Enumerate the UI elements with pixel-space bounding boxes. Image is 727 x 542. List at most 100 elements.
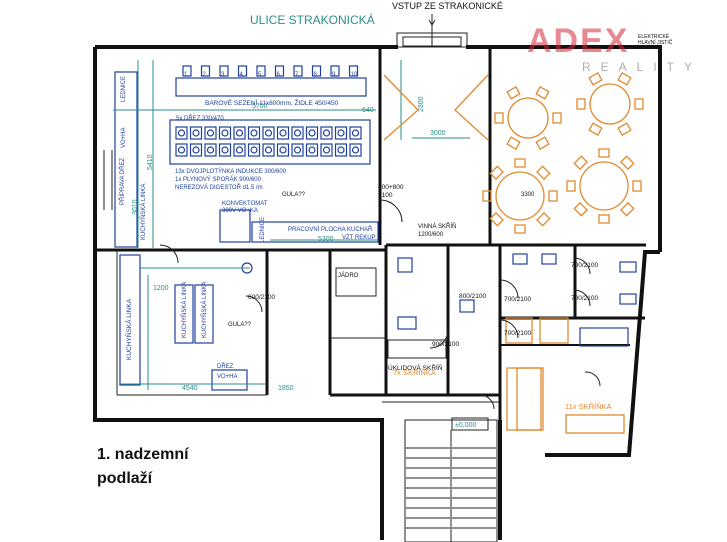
chair xyxy=(514,158,526,168)
hob xyxy=(175,143,188,157)
street-name: ULICE STRAKONICKÁ xyxy=(250,12,375,27)
chair xyxy=(598,214,610,224)
hob xyxy=(334,126,348,140)
hob xyxy=(204,143,217,157)
dim-1850: 1850 xyxy=(278,385,294,392)
door-700-a: 700/2100 xyxy=(504,296,531,303)
lounge-seating xyxy=(383,74,419,141)
brand-logo: ADEX REALITY xyxy=(527,22,707,78)
power-note-1: ELEKTRICKÉ xyxy=(638,33,670,40)
chair xyxy=(617,72,632,86)
chair xyxy=(535,136,550,150)
hob xyxy=(349,143,362,157)
door-900-wc: 900/2100 xyxy=(432,341,459,348)
seat-number: 7 xyxy=(295,72,299,78)
hob xyxy=(276,126,290,140)
sink-block-vo: VO+HA xyxy=(217,374,238,380)
hob-ring xyxy=(351,129,360,137)
kitchen-line-label-3: KUCHYŇSKÁ LINKA xyxy=(181,282,188,338)
lounge-seating xyxy=(454,74,489,141)
seat-number: 3 xyxy=(221,72,225,78)
fridge-label-2: LEDNICE xyxy=(260,217,266,243)
wine-label: VINNÁ SKŘÍŇ xyxy=(418,222,456,230)
chair xyxy=(489,165,504,180)
door-2100-a: 2100 xyxy=(378,192,393,199)
door-700-b: 700/2100 xyxy=(504,330,531,337)
round-table xyxy=(495,171,545,221)
entrance-steps xyxy=(396,14,468,48)
entrance-label: VSTUP ZE STRAKONICKÉ xyxy=(392,1,503,11)
bar-stool xyxy=(182,65,192,77)
hob xyxy=(204,126,217,140)
chair xyxy=(598,148,610,158)
dim-2300: 2300 xyxy=(418,96,425,112)
induction-label: 13x DVOJPLOTÝNKA INDUKCE 300/600 xyxy=(175,168,287,175)
hob xyxy=(189,126,203,140)
chair xyxy=(617,122,632,136)
bar-stool xyxy=(348,65,359,77)
hob xyxy=(218,126,232,140)
hood-label: NEREZOVÁ DIGESTOŘ d1.5 /m xyxy=(175,183,263,191)
bar-stool xyxy=(330,65,340,77)
bar-stool xyxy=(311,65,322,77)
bar-doors: 800+800 2100 600/2100 xyxy=(159,184,404,313)
seat-number: 6 xyxy=(277,72,281,78)
chair xyxy=(482,190,492,202)
table-dim: 3300 xyxy=(521,192,535,198)
sink-block-label: DŘEZ xyxy=(217,362,234,370)
hob xyxy=(276,143,290,157)
bar-stool xyxy=(256,65,266,77)
hob-ring xyxy=(221,146,229,154)
seat-number: 2 xyxy=(203,72,207,78)
wine-cabinet: VINNÁ SKŘÍŇ 1200/600 JÁDRO xyxy=(335,222,456,297)
cleaning-label: ÚKLIDOVÁ SKŘÍŇ xyxy=(388,363,443,372)
chair xyxy=(620,202,635,217)
door-marks: 900/2100 700/2100 700/2100 700/2100 700/… xyxy=(429,257,601,410)
bar-stool xyxy=(200,65,211,77)
seat-number: 9 xyxy=(332,72,336,78)
hob-ring xyxy=(206,129,215,137)
chef-worktop-label: PRACOVNÍ PLOCHA KUCHAŘ xyxy=(288,225,373,233)
hob xyxy=(320,126,333,140)
seat-number: 1 xyxy=(184,72,188,78)
wine-size-label: 1200/600 xyxy=(418,232,444,238)
level-label: ±0,000 xyxy=(455,422,476,429)
logo-subtitle: REALITY xyxy=(582,60,703,74)
chair xyxy=(536,212,551,227)
prep-sink-label: PŘÍPRAVA DŘEZ xyxy=(118,158,126,205)
door-700-d: 700/2100 xyxy=(571,295,598,302)
hob xyxy=(334,143,348,157)
inner-walls xyxy=(95,47,646,420)
hob-ring xyxy=(192,146,200,154)
chair xyxy=(634,98,644,110)
seat-number: 10 xyxy=(351,72,358,78)
hob-ring xyxy=(322,146,331,154)
door-800-wc: 800/2100 xyxy=(459,293,486,300)
hob-ring xyxy=(177,146,186,154)
gula-label-1: GULA?? xyxy=(282,192,306,198)
kitchen-island: 5x DŘEZ 330/470 13x DVOJPLOTÝNKA INDUKCE… xyxy=(169,114,371,191)
hob-ring xyxy=(177,129,186,137)
hob xyxy=(320,143,333,157)
round-table xyxy=(579,161,629,211)
hob xyxy=(262,126,275,140)
staircase: ±0,000 xyxy=(404,417,498,542)
floor-title: 1. nadzemní podlaží xyxy=(97,443,189,491)
dim-5300: 5300 xyxy=(318,236,334,243)
hob-ring xyxy=(192,129,200,137)
chair xyxy=(494,112,504,124)
bar-stool xyxy=(274,65,285,77)
lockers-7-label: 7x SKŘÍŇKA xyxy=(393,368,436,377)
bar-counter: BAROVÉ SEZENÍ 11x800mm, ŽIDLE 450/450 1 2… xyxy=(175,65,367,107)
vzt-label: VZT REKUP xyxy=(342,235,376,241)
bar-label: BAROVÉ SEZENÍ 11x800mm, ŽIDLE 450/450 xyxy=(205,98,339,107)
chair xyxy=(552,112,562,124)
hob xyxy=(305,143,319,157)
hob xyxy=(291,126,304,140)
hob-ring xyxy=(351,146,360,154)
hob-ring xyxy=(293,146,302,154)
hob-ring xyxy=(279,146,287,154)
prep-vo-label: VO+HA xyxy=(121,127,127,148)
combi-oven: KONVEKTOMAT 380V-VO+KA LEDNICE PRACOVNÍ … xyxy=(219,192,379,243)
hob xyxy=(218,143,232,157)
